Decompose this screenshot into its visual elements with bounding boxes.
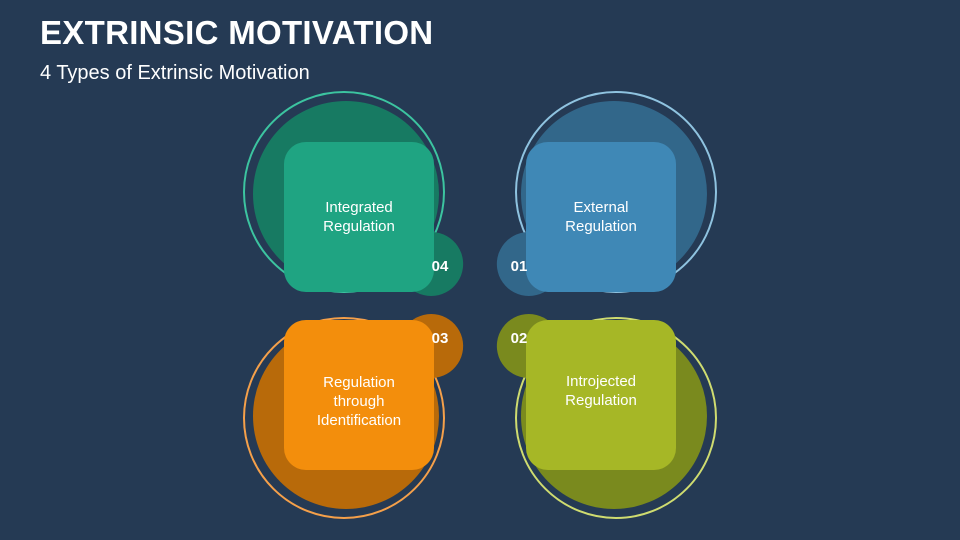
quadrant-03-outer-ring: [243, 317, 445, 519]
quadrant-03-card[interactable]: [284, 320, 434, 470]
quadrant-04-label: Integrated Regulation: [323, 199, 395, 235]
quadrant-03-label: Regulation through Identification: [316, 373, 402, 429]
page-title: EXTRINSIC MOTIVATION: [40, 14, 434, 51]
quadrant-02-card[interactable]: [526, 320, 676, 470]
quadrant-01-number: 01: [510, 258, 528, 275]
quadrant-02: [496, 314, 717, 519]
quadrant-04: [243, 91, 464, 296]
quadrant-02-label: Introjected Regulation: [565, 373, 637, 409]
quadrant-01: [496, 91, 717, 296]
quadrant-03-number: 03: [431, 330, 449, 347]
quadrant-02-number: 02: [510, 330, 528, 347]
quadrant-01-card[interactable]: [526, 142, 676, 292]
quadrant-01-label: External Regulation: [565, 199, 637, 235]
quadrant-03: [243, 314, 464, 519]
quadrant-04-number: 04: [431, 258, 449, 275]
quadrant-04-card[interactable]: [284, 142, 434, 292]
page-subtitle: 4 Types of Extrinsic Motivation: [40, 62, 310, 84]
quadrant-02-outer-ring: [515, 317, 717, 519]
